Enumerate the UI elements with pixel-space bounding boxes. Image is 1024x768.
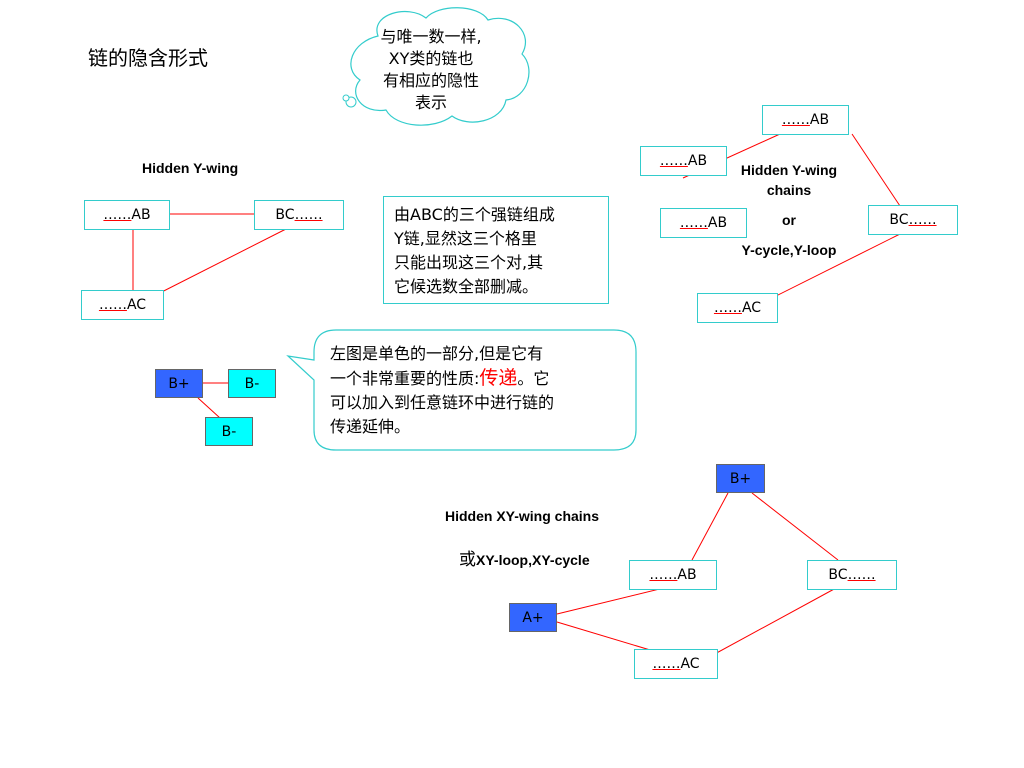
- speech-callout: [286, 329, 637, 451]
- chains-label-line-2: chains: [766, 182, 812, 198]
- chain-cell-ab-low-prefix: ……: [679, 215, 708, 231]
- chain-cell-ab-top-prefix: ……: [781, 112, 810, 128]
- speech-line-2: 一个非常重要的性质:传递。它: [330, 366, 630, 391]
- abc-note: 由ABC的三个强链组成 Y链,显然这三个格里 只能出现这三个对,其 它候选数全部…: [383, 196, 609, 304]
- abc-note-line-3: 只能出现这三个对,其: [394, 253, 544, 272]
- cell-ac: ……AC: [81, 290, 164, 320]
- speech-text: 左图是单色的一部分,但是它有 一个非常重要的性质:传递。它 可以加入到任意链环中…: [330, 342, 630, 439]
- mono-b-minus-right: B-: [228, 369, 276, 398]
- speech-line-2-post: 。它: [517, 369, 550, 388]
- page-title: 链的隐含形式: [88, 46, 208, 70]
- speech-line-1: 左图是单色的一部分,但是它有: [330, 344, 544, 363]
- xy-loop-label-post: XY-loop,XY-cycle: [476, 552, 590, 568]
- xy-cell-ab-suffix: AB: [677, 567, 697, 583]
- chain-cell-bc-suffix: ……: [908, 212, 937, 228]
- chain-cell-ab-top: ……AB: [762, 105, 849, 135]
- mono-b-minus-bottom: B-: [205, 417, 253, 446]
- hidden-y-wing-label: Hidden Y-wing: [142, 160, 239, 176]
- speech-highlight: 传递: [479, 367, 518, 389]
- xy-cell-ac-prefix: ……: [652, 656, 681, 672]
- cell-ac-prefix: ……: [98, 297, 127, 313]
- xy-chains-label: Hidden XY-wing chains: [445, 508, 600, 524]
- chains-label-line-1: Hidden Y-wing: [740, 162, 838, 178]
- cell-ab-suffix: AB: [131, 207, 151, 223]
- chain-cell-ab-low-suffix: AB: [707, 215, 728, 231]
- xy-cell-ab: ……AB: [629, 560, 717, 590]
- xy-cell-ab-prefix: ……: [649, 567, 678, 583]
- mono-b-plus: B+: [155, 369, 203, 398]
- cell-bc: BC……: [254, 200, 344, 230]
- abc-note-line-2: Y链,显然这三个格里: [394, 229, 537, 248]
- speech-line-3: 可以加入到任意链环中进行链的: [330, 393, 555, 412]
- bubble-line-1: 与唯一数一样,: [380, 27, 482, 46]
- chain-cell-ab-top-suffix: AB: [809, 112, 830, 128]
- cell-bc-suffix: ……: [294, 207, 323, 223]
- xy-b-plus: B+: [716, 464, 765, 493]
- bubble-line-2: XY类的链也: [388, 49, 474, 68]
- abc-note-line-1: 由ABC的三个强链组成: [394, 205, 555, 224]
- chain-cell-ab-mid: ……AB: [640, 146, 727, 176]
- chain-cell-bc-prefix: BC: [889, 212, 909, 228]
- xy-cell-bc-prefix: BC: [828, 567, 848, 583]
- cell-ab-prefix: ……: [103, 207, 132, 223]
- chain-cell-ac-suffix: AC: [741, 300, 762, 316]
- xy-cell-ac: ……AC: [634, 649, 718, 679]
- chain-cell-ac: ……AC: [697, 293, 778, 323]
- chain-cell-ab-low: ……AB: [660, 208, 747, 238]
- thought-bubble-text: 与唯一数一样, XY类的链也 有相应的隐性 表示: [356, 26, 506, 114]
- chains-label: Hidden Y-wing chains: [726, 160, 852, 200]
- speech-line-2-pre: 一个非常重要的性质:: [330, 369, 480, 388]
- chains-label-cycle: Y-cycle,Y-loop: [741, 242, 837, 258]
- speech-line-4: 传递延伸。: [330, 417, 411, 436]
- xy-cell-bc: BC……: [807, 560, 897, 590]
- chain-cell-ab-mid-prefix: ……: [659, 153, 688, 169]
- xy-loop-label-pre: 或: [459, 550, 476, 570]
- abc-note-line-4: 它候选数全部删减。: [394, 277, 539, 296]
- chain-cell-ac-prefix: ……: [713, 300, 742, 316]
- thought-bubble: [342, 7, 530, 126]
- cell-ac-suffix: AC: [126, 297, 147, 313]
- xy-a-plus: A+: [509, 603, 557, 632]
- chain-cell-ab-mid-suffix: AB: [687, 153, 708, 169]
- xy-loop-label: 或XY-loop,XY-cycle: [459, 545, 590, 570]
- xy-cell-bc-suffix: ……: [847, 567, 876, 583]
- bubble-line-3: 有相应的隐性: [382, 71, 479, 90]
- chains-or: or: [782, 212, 796, 228]
- chain-cell-bc: BC……: [868, 205, 958, 235]
- bubble-line-4: 表示: [414, 93, 447, 112]
- cell-bc-prefix: BC: [275, 207, 295, 223]
- cell-ab: ……AB: [84, 200, 170, 230]
- xy-cell-ac-suffix: AC: [680, 656, 700, 672]
